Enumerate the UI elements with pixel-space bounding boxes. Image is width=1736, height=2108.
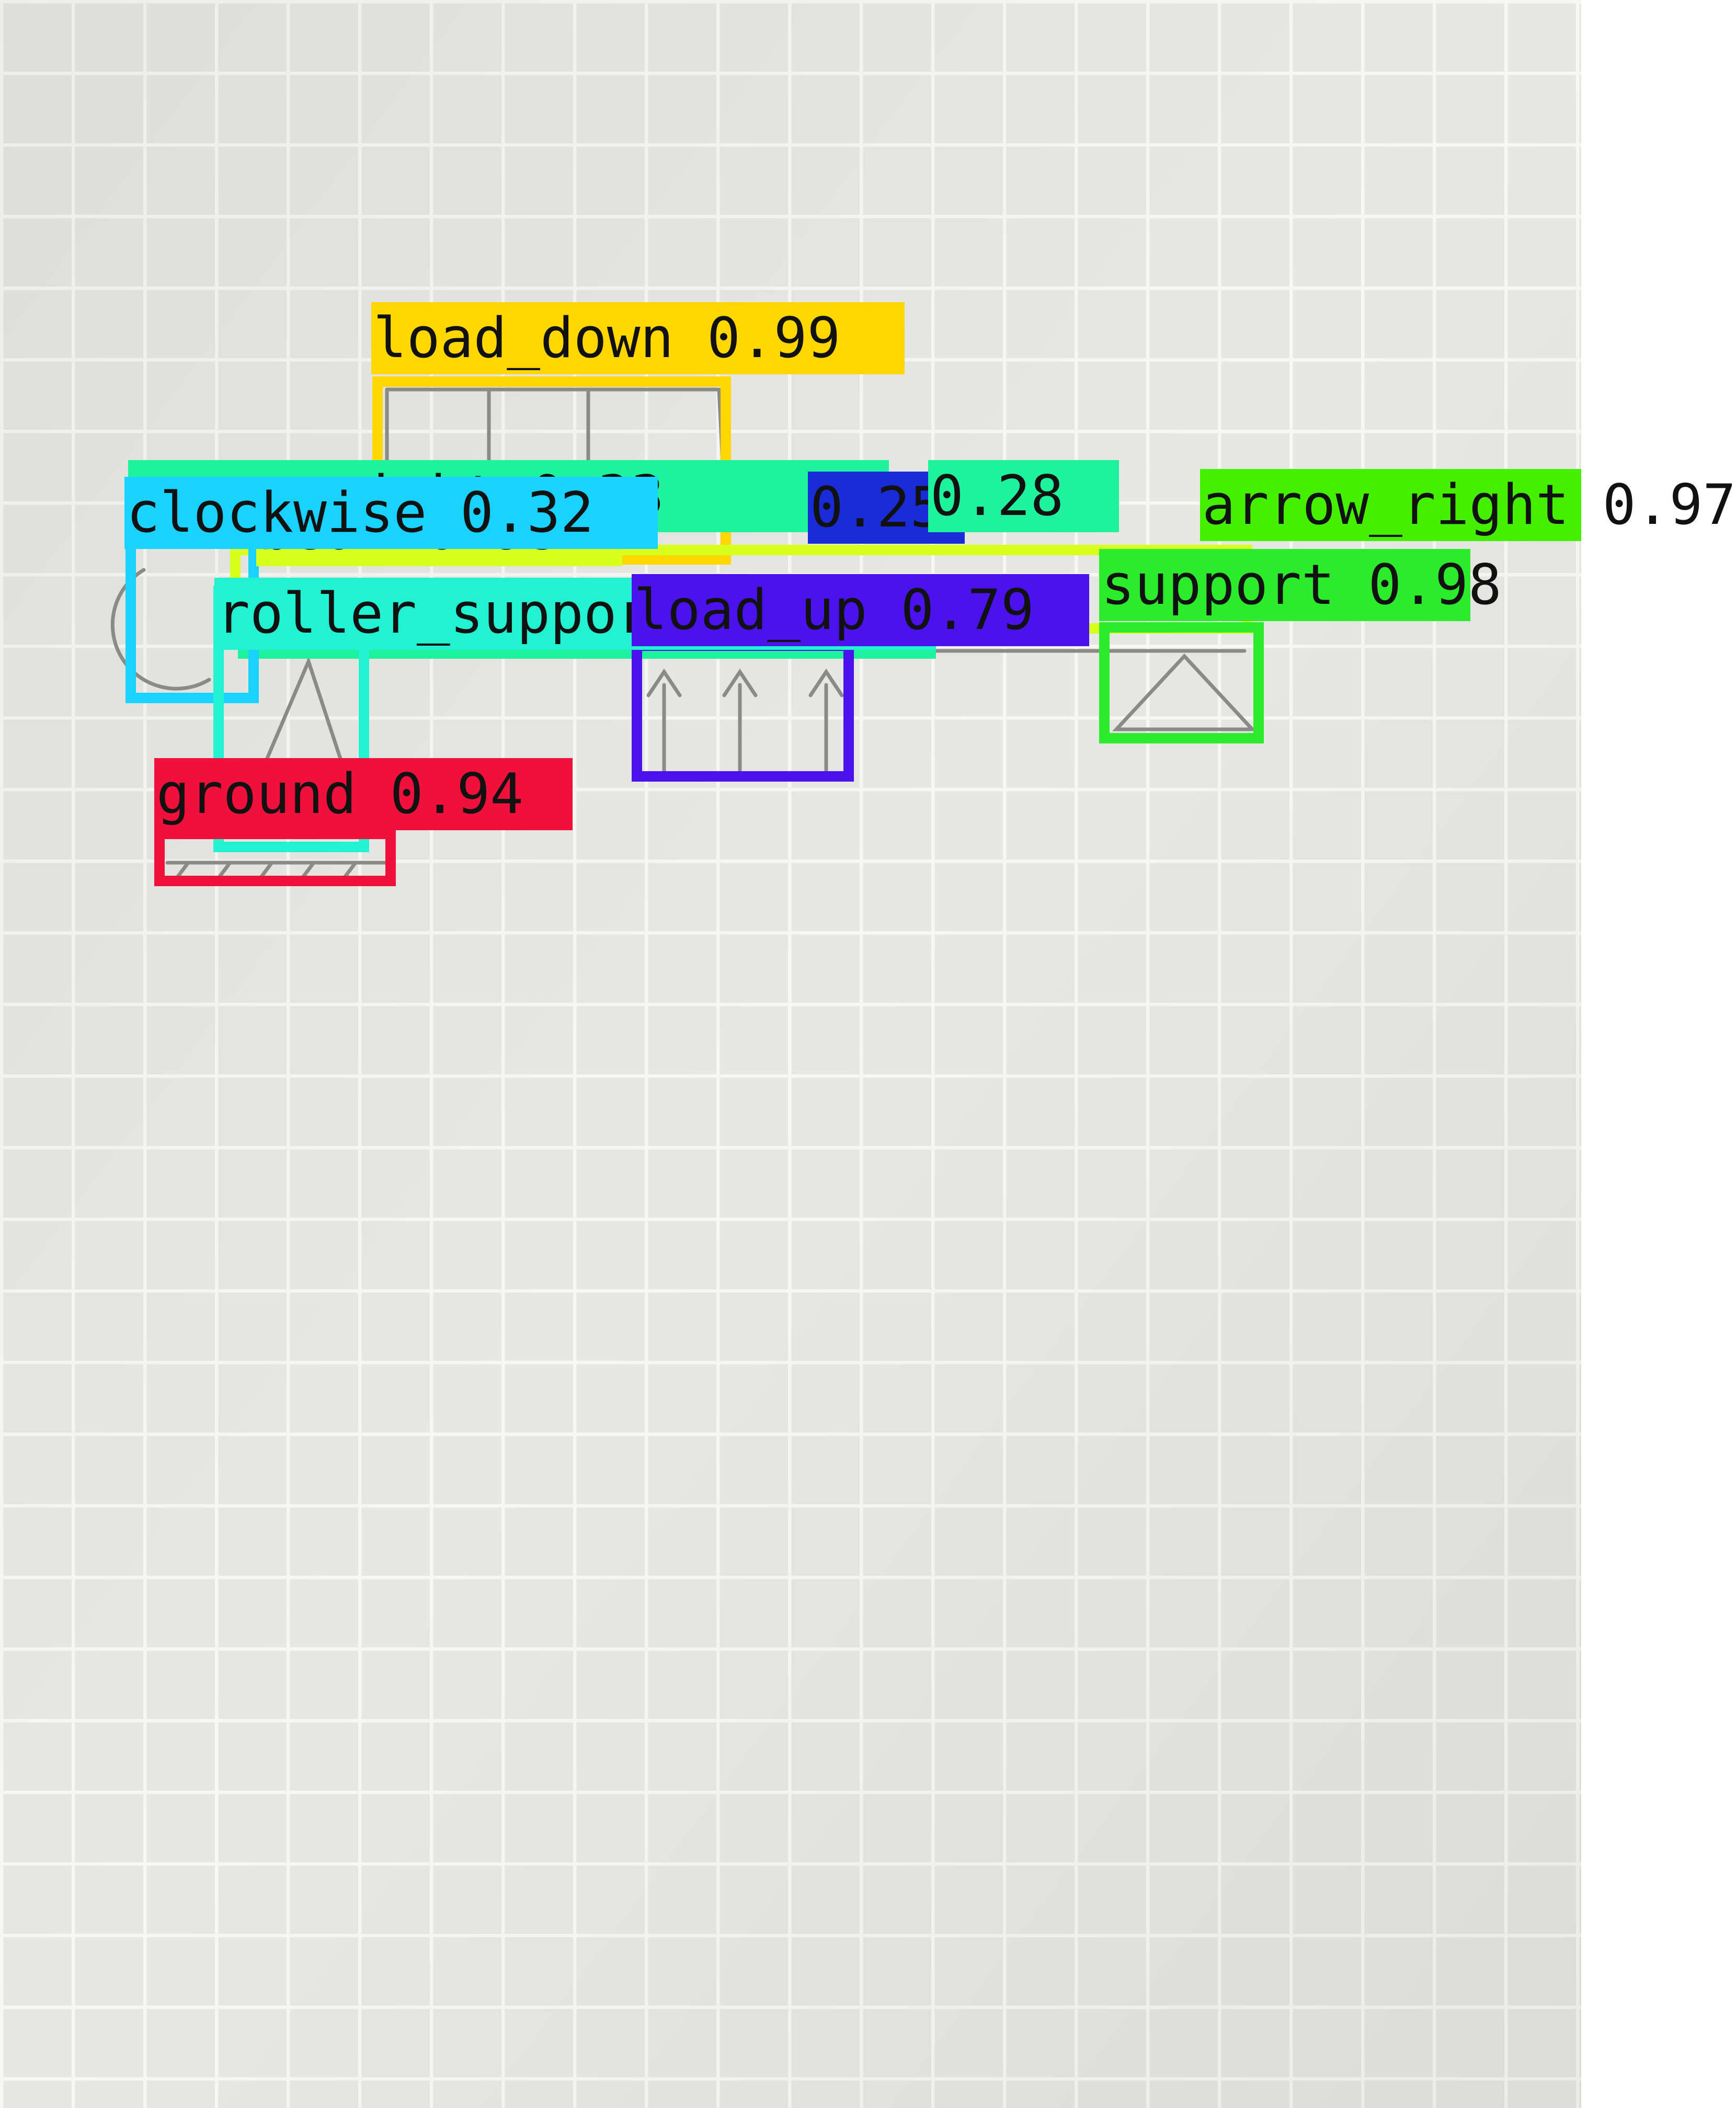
detection-label-small-028: 0.28 bbox=[928, 460, 1119, 532]
detection-label-ground: ground 0.94 bbox=[154, 758, 573, 830]
detection-box-ground bbox=[154, 829, 396, 886]
detection-label-load-down: load_down 0.99 bbox=[371, 302, 905, 374]
detection-box-load-up bbox=[632, 640, 854, 782]
detection-box-support bbox=[1099, 622, 1264, 743]
detection-label-arrow-right-right: arrow_right 0.97 bbox=[1200, 469, 1736, 541]
detection-label-support: support 0.98 bbox=[1099, 549, 1502, 621]
detection-label-clockwise: clockwise 0.32 bbox=[124, 477, 658, 549]
detection-label-load-up: load_up 0.79 bbox=[632, 574, 1089, 646]
